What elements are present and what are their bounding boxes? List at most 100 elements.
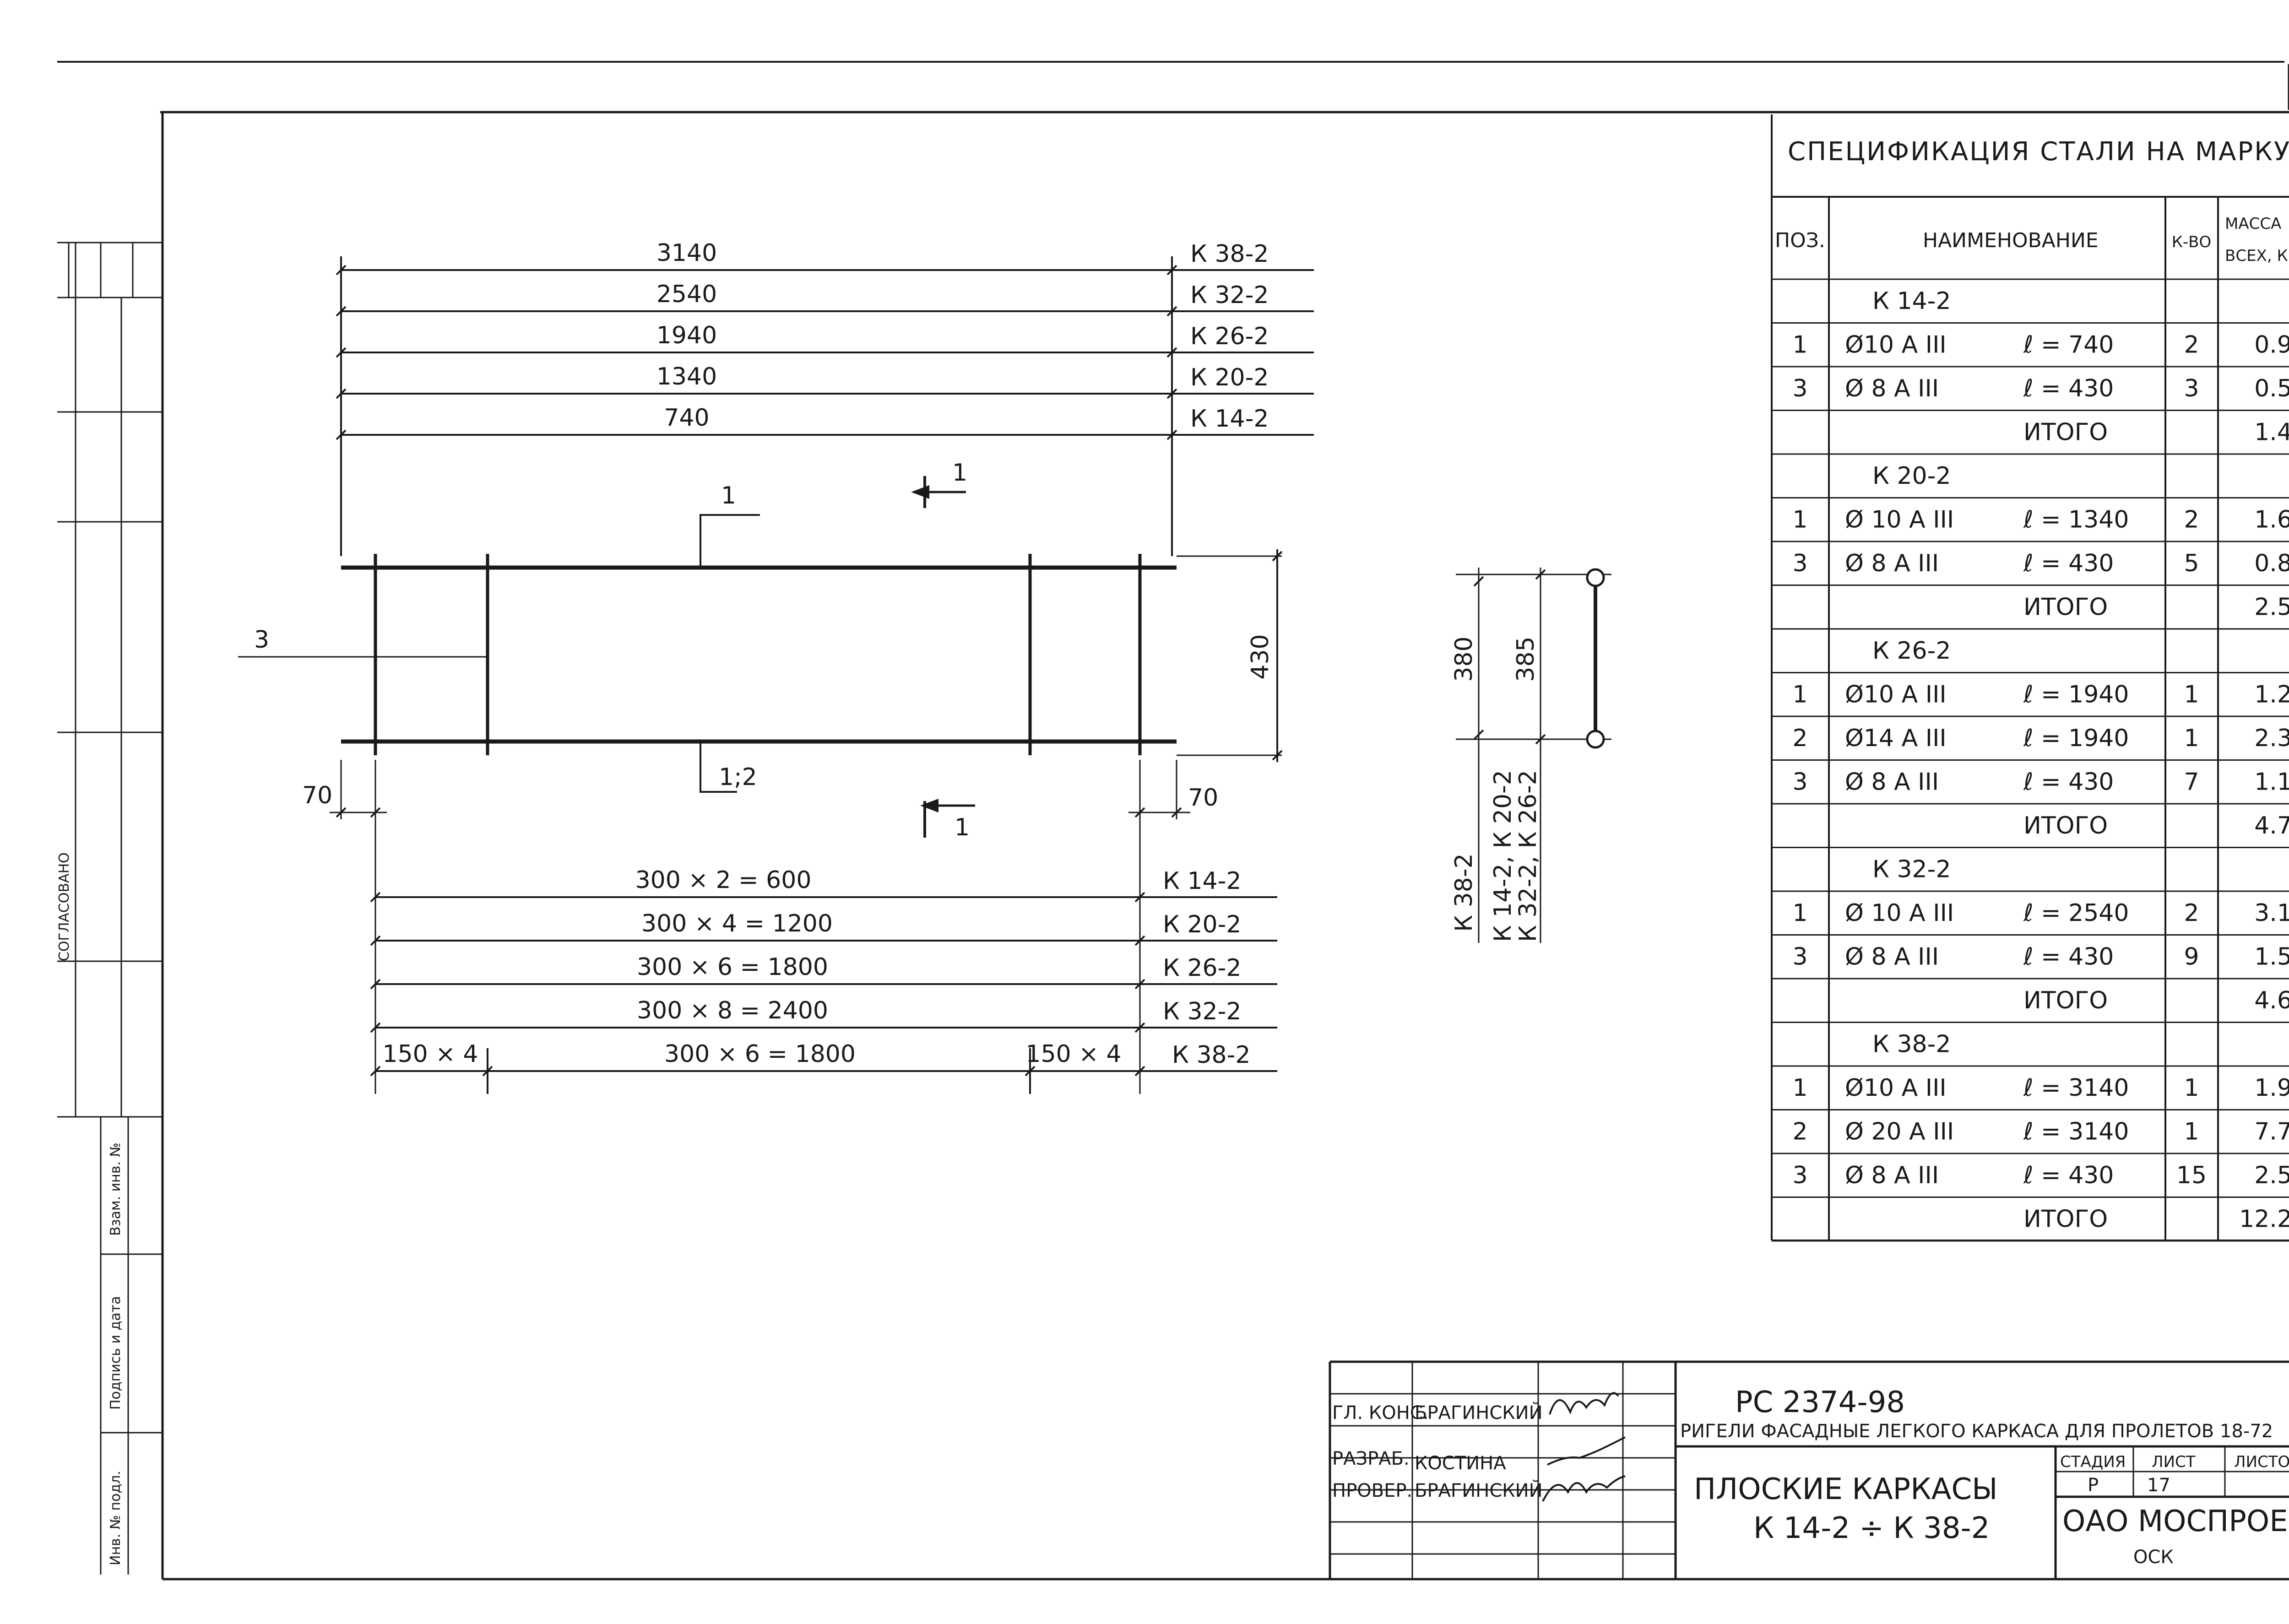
spec-cell-qty: 15 [2176,1162,2207,1189]
spec-cell-qty: 2 [2184,331,2199,358]
spec-cell-name: Ø 8 А III [1845,1162,1939,1189]
spec-cell-qty: 2 [2184,506,2199,533]
spec-cell-pos: 3 [1792,768,1807,796]
spec-cell-name: Ø14 А III [1845,725,1947,752]
spec-title: СПЕЦИФИКАЦИЯ СТАЛИ НА МАРКУ [1788,137,2289,167]
overall-length-dims: 3140 2540 1940 1340 740 К 38-2 К 32-2 К … [336,239,1314,556]
spec-cell-name: Ø10 А III [1845,681,1947,708]
cage-elevation: 1 1;2 3 1 1 430 70 70 [238,459,1283,1094]
spacing-k26: 300 × 6 = 1800 [637,953,828,981]
spec-group-label: К 14-2 [1872,287,1951,315]
spacing-dims: 300 × 2 = 600 300 × 4 = 1200 300 × 6 = 1… [370,866,1277,1094]
title-block: ГЛ. КОНС. БРАГИНСКИЙ РАЗРАБ. КОСТИНА ПРО… [1329,1360,2289,1579]
role-developer-name: КОСТИНА [1415,1453,1506,1474]
spec-cell-length: ℓ = 3140 [2023,1118,2129,1145]
role-chief: ГЛ. КОНС. [1332,1402,1429,1424]
spec-cell-qty: 7 [2184,768,2199,796]
signature-chief [1549,1392,1619,1415]
spec-cell-pos: 1 [1792,506,1807,533]
spec-total-label: ИТОГО [2023,418,2108,446]
length-1340: 1340 [656,363,717,390]
agreed-label: СОГЛАСОВАНО [56,852,72,961]
spacing-k14: 300 × 2 = 600 [635,866,812,894]
document-subtitle: РИГЕЛИ ФАСАДНЫЕ ЛЕГКОГО КАРКАСА ДЛЯ ПРОЛ… [1680,1421,2273,1442]
spec-cell-name: Ø 8 А III [1845,768,1939,796]
spec-cell-pos: 1 [1792,331,1807,358]
section-dim-380: 380 [1450,636,1478,682]
role-developer: РАЗРАБ. [1332,1448,1410,1469]
section-label-k38: К 38-2 [1450,853,1478,931]
mark-k38-bottom: К 38-2 [1172,1041,1250,1069]
spec-cell-length: ℓ = 1940 [2023,681,2129,708]
spacing-k32: 300 × 8 = 2400 [637,997,828,1024]
spec-cell-mass: 7.74 [2254,1118,2289,1145]
spec-cell-length: ℓ = 1940 [2023,725,2129,752]
pos-label-bottom: 1;2 [719,763,757,791]
spec-cell-pos: 1 [1792,1074,1807,1102]
spec-cell-length: ℓ = 430 [2023,768,2114,796]
organization: ОАО МОСПРОЕКТ [2062,1505,2289,1538]
pos-label-left: 3 [254,626,269,654]
spec-cell-qty: 1 [2184,681,2199,708]
length-1940: 1940 [656,322,717,349]
spec-cell-pos: 1 [1792,899,1807,927]
spec-cell-pos: 3 [1792,1162,1807,1189]
spec-cell-mass: 1.53 [2254,943,2289,970]
spec-total-mass: 4.73 [2254,812,2289,839]
signature-developer [1547,1436,1626,1466]
spec-cell-name: Ø10 А III [1845,1074,1947,1102]
spec-cell-mass: 2.55 [2254,1162,2289,1189]
sheet-label: ЛИСТ [2152,1453,2196,1471]
inv-replaced-label: Взам. инв. № [108,1142,124,1236]
spec-cell-length: ℓ = 2540 [2023,899,2129,927]
spec-group-label: К 32-2 [1872,855,1951,883]
spec-cell-name: Ø 10 А III [1845,899,1954,927]
spec-cell-mass: 3.13 [2254,899,2289,927]
spec-cell-name: Ø 8 А III [1845,550,1939,577]
spec-group-label: К 26-2 [1872,637,1951,665]
section-cut-bottom: 1 [955,814,970,841]
signature-checker [1542,1475,1626,1502]
spec-cell-mass: 1.19 [2254,768,2289,796]
spec-cell-length: ℓ = 1340 [2023,506,2129,533]
spec-cell-name: Ø10 А III [1845,331,1947,358]
spec-cell-qty: 9 [2184,943,2199,970]
height-430: 430 [1247,634,1274,679]
mark-k20-bottom: К 20-2 [1163,911,1241,938]
spec-cell-mass: 1.65 [2254,506,2289,533]
role-checker: ПРОВЕР. [1332,1480,1412,1501]
edge-70-left: 70 [302,782,332,809]
spec-total-label: ИТОГО [2023,1205,2108,1233]
spacing-k38-middle: 300 × 6 = 1800 [664,1040,856,1068]
spec-header-qty: К-ВО [2172,233,2212,251]
spacing-k20: 300 × 4 = 1200 [641,910,833,937]
spec-total-mass: 4.66 [2254,987,2289,1014]
spec-cell-qty: 5 [2184,550,2199,577]
spec-total-label: ИТОГО [2023,812,2108,839]
spec-total-label: ИТОГО [2023,987,2108,1014]
spec-group-label: К 20-2 [1872,462,1951,490]
spec-table: СПЕЦИФИКАЦИЯ СТАЛИ НА МАРКУ ПОЗ. НАИМЕНО… [1771,114,2289,1242]
spec-cell-mass: 2.34 [2254,725,2289,752]
length-3140: 3140 [656,239,717,267]
spec-cell-name: Ø 8 А III [1845,375,1939,402]
spec-cell-pos: 3 [1792,943,1807,970]
stage-value: Р [2088,1475,2099,1496]
spec-cell-pos: 3 [1792,375,1807,402]
spacing-k38-left: 150 × 4 [383,1040,478,1068]
spec-header-name: НАИМЕНОВАНИЕ [1923,229,2099,252]
mark-k14-top: К 14-2 [1190,405,1269,433]
spec-cell-mass: 0.85 [2254,550,2289,577]
edge-70-right: 70 [1188,784,1218,812]
sign-date-label: Подпись и дата [108,1296,124,1410]
section-dim-385: 385 [1512,636,1540,682]
pos-label-top: 1 [721,482,736,509]
mark-k32-top: К 32-2 [1190,281,1269,309]
spec-cell-name: Ø 20 А III [1845,1118,1954,1145]
mark-k32-bottom: К 32-2 [1163,998,1241,1025]
spec-cell-length: ℓ = 430 [2023,1162,2114,1189]
spec-total-mass: 12.23 [2239,1205,2289,1233]
inv-original-label: Инв. № подл. [108,1471,124,1565]
spec-cell-pos: 3 [1792,550,1807,577]
